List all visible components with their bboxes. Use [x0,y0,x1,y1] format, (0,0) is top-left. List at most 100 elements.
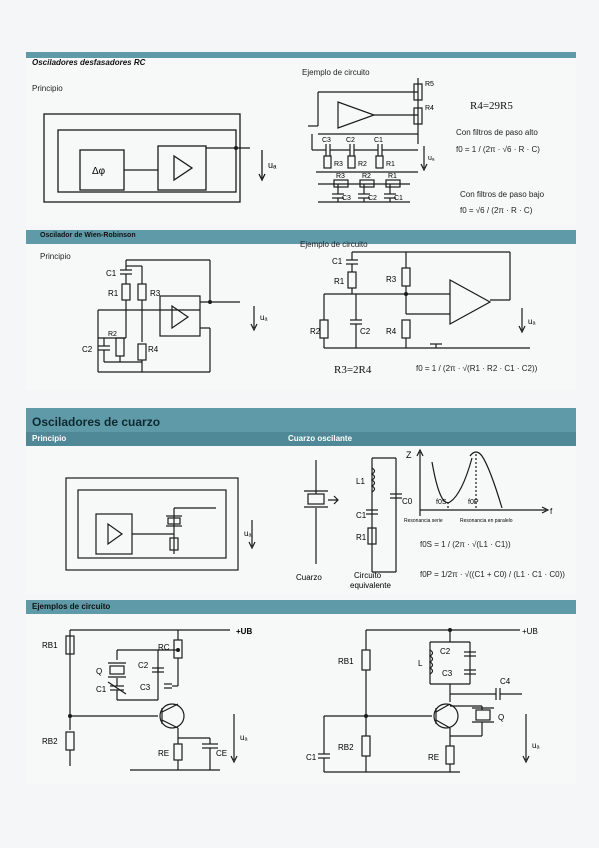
rc-delta-phi-label: Δφ [92,166,106,177]
quartz-c0-label: C0 [402,497,413,506]
quartz-principle-diagram: uₐ [65,477,256,571]
ex-right-c4-label: C4 [500,677,511,686]
ex-left-c3-label: C3 [140,683,151,692]
wien-r4-label: R4 [148,345,159,354]
quartz-f0s-label: f0S [436,499,447,506]
quartz-equiv-label-1: Circuito [354,571,382,580]
rc-r1-label: R1 [386,161,395,168]
wien-panel [26,244,576,390]
examples-left-diagram: RB1 RC +UB Q C2 C1 C3 RB2 RE CE uₐ [42,627,252,771]
rc-panel [26,58,576,226]
wien-ex-c1-label: C1 [332,257,343,266]
quartz-oscillating-label: Cuarzo oscilante [288,434,353,443]
rc-header-band [26,52,576,60]
ex-left-ce-label: CE [216,749,227,758]
quartz-oscillating-diagram: L1 C0 C1 R1 Z f0S f0P f Resonancia serie… [296,448,553,590]
rc-principle-diagram: Δφ uₐ [43,113,277,203]
rc-c2-label: C2 [346,137,355,144]
examples-title: Ejemplos de circuito [32,602,111,611]
ex-left-q-label: Q [96,667,102,676]
rc-title: Osciladores desfasadores RC [32,58,146,67]
quartz-f0p-label: f0P [468,499,479,506]
ex-left-rc-label: RC [158,643,170,652]
wien-c1-label: C1 [106,269,117,278]
quartz-header-band [26,408,576,432]
ex-left-rb1-label: RB1 [42,641,58,650]
quartz-quartz-label: Cuarzo [296,573,322,582]
wien-r3-label: R3 [150,289,161,298]
rc-r3b-label: R3 [336,173,345,180]
rc-r4-label: R4 [425,105,434,112]
rc-r2-label: R2 [358,161,367,168]
wien-c2-label: C2 [82,345,93,354]
examples-right-diagram: +UB RB1 L C2 C3 C4 Q C1 RB2 RE uₐ [306,627,540,773]
rc-c3b-label: C3 [342,195,351,202]
rc-lp-caption: Con filtros de paso bajo [460,190,545,199]
wien-ex-r3-label: R3 [386,275,397,284]
quartz-l1-label: L1 [356,477,365,486]
rc-c1-label: C1 [374,137,383,144]
rc-ua-label: uₐ [268,160,277,170]
ex-right-l-label: L [418,659,423,668]
rc-hp-formula: f0 = 1 / (2π · √6 · R · C) [456,145,540,154]
wien-r1-label: R1 [108,289,119,298]
ex-left-c1-label: C1 [96,685,107,694]
rc-example-diagram: R5 R4 C3 C2 C1 R3 R2 R1 R3 R2 R1 C3 C2 C… [308,78,435,203]
ex-left-ua-label: uₐ [240,733,248,742]
wien-note: R3=2R4 [334,364,372,376]
quartz-f0s-formula: f0S = 1 / (2π · √(L1 · C1)) [420,540,511,549]
wien-title: Oscilador de Wien-Robinson [40,232,136,239]
quartz-principle-label: Principio [32,434,67,443]
ex-left-re-label: RE [158,749,169,758]
wien-ex-ua-label: uₐ [528,317,536,326]
quartz-parallel-res-label: Resonancia en paralelo [460,518,513,524]
ex-right-c2-label: C2 [440,647,451,656]
wien-formula: f0 = 1 / (2π · √(R1 · R2 · C1 · C2)) [416,364,538,373]
rc-example-ua-label: uₐ [428,155,435,162]
rc-c3-label: C3 [322,137,331,144]
rc-r2b-label: R2 [362,173,371,180]
rc-r5-label: R5 [425,81,434,88]
ex-right-rb2-label: RB2 [338,743,354,752]
wien-ex-r2-label: R2 [310,327,321,336]
wien-ua-label: uₐ [260,313,268,322]
examples-panel [26,614,576,784]
ex-left-ub-label: +UB [236,627,252,636]
rc-r1b-label: R1 [388,173,397,180]
ex-right-c1-label: C1 [306,753,317,762]
quartz-series-res-label: Resonancia serie [404,518,443,524]
quartz-r1-label: R1 [356,533,367,542]
wien-ex-r4-label: R4 [386,327,397,336]
rc-c2b-label: C2 [368,195,377,202]
quartz-f0p-formula: f0P = 1/2π · √((C1 + C0) / (L1 · C1 · C0… [420,570,565,579]
quartz-panel [26,446,576,594]
wien-example-label: Ejemplo de circuito [300,240,368,249]
wien-principle-diagram: C1 R1 R3 C2 R2 R4 uₐ [82,259,268,373]
quartz-title: Osciladores de cuarzo [32,415,161,429]
ex-right-re-label: RE [428,753,439,762]
wien-example-diagram: C1 R1 R3 R2 C2 R4 uₐ [310,251,536,349]
rc-hp-caption: Con filtros de paso alto [456,128,538,137]
quartz-ua-label: uₐ [244,529,252,538]
wien-header-band [26,230,576,244]
wien-ex-r1-label: R1 [334,277,345,286]
quartz-f-axis-label: f [550,507,553,516]
rc-c1b-label: C1 [394,195,403,202]
rc-lp-formula: f0 = √6 / (2π · R · C) [460,206,533,215]
rc-note: R4=29R5 [470,100,513,112]
rc-principle-label: Principio [32,84,63,93]
ex-right-q-label: Q [498,713,504,722]
quartz-z-label: Z [406,450,412,460]
ex-left-c2-label: C2 [138,661,149,670]
wien-ex-c2-label: C2 [360,327,371,336]
quartz-equiv-label-2: equivalente [350,581,391,590]
rc-example-label: Ejemplo de circuito [302,68,370,77]
examples-header-band [26,600,576,614]
quartz-c1-label: C1 [356,511,367,520]
ex-left-rb2-label: RB2 [42,737,58,746]
ex-right-ua-label: uₐ [532,741,540,750]
ex-right-ub-label: +UB [522,627,538,636]
wien-r2-label: R2 [108,331,117,338]
ex-right-rb1-label: RB1 [338,657,354,666]
